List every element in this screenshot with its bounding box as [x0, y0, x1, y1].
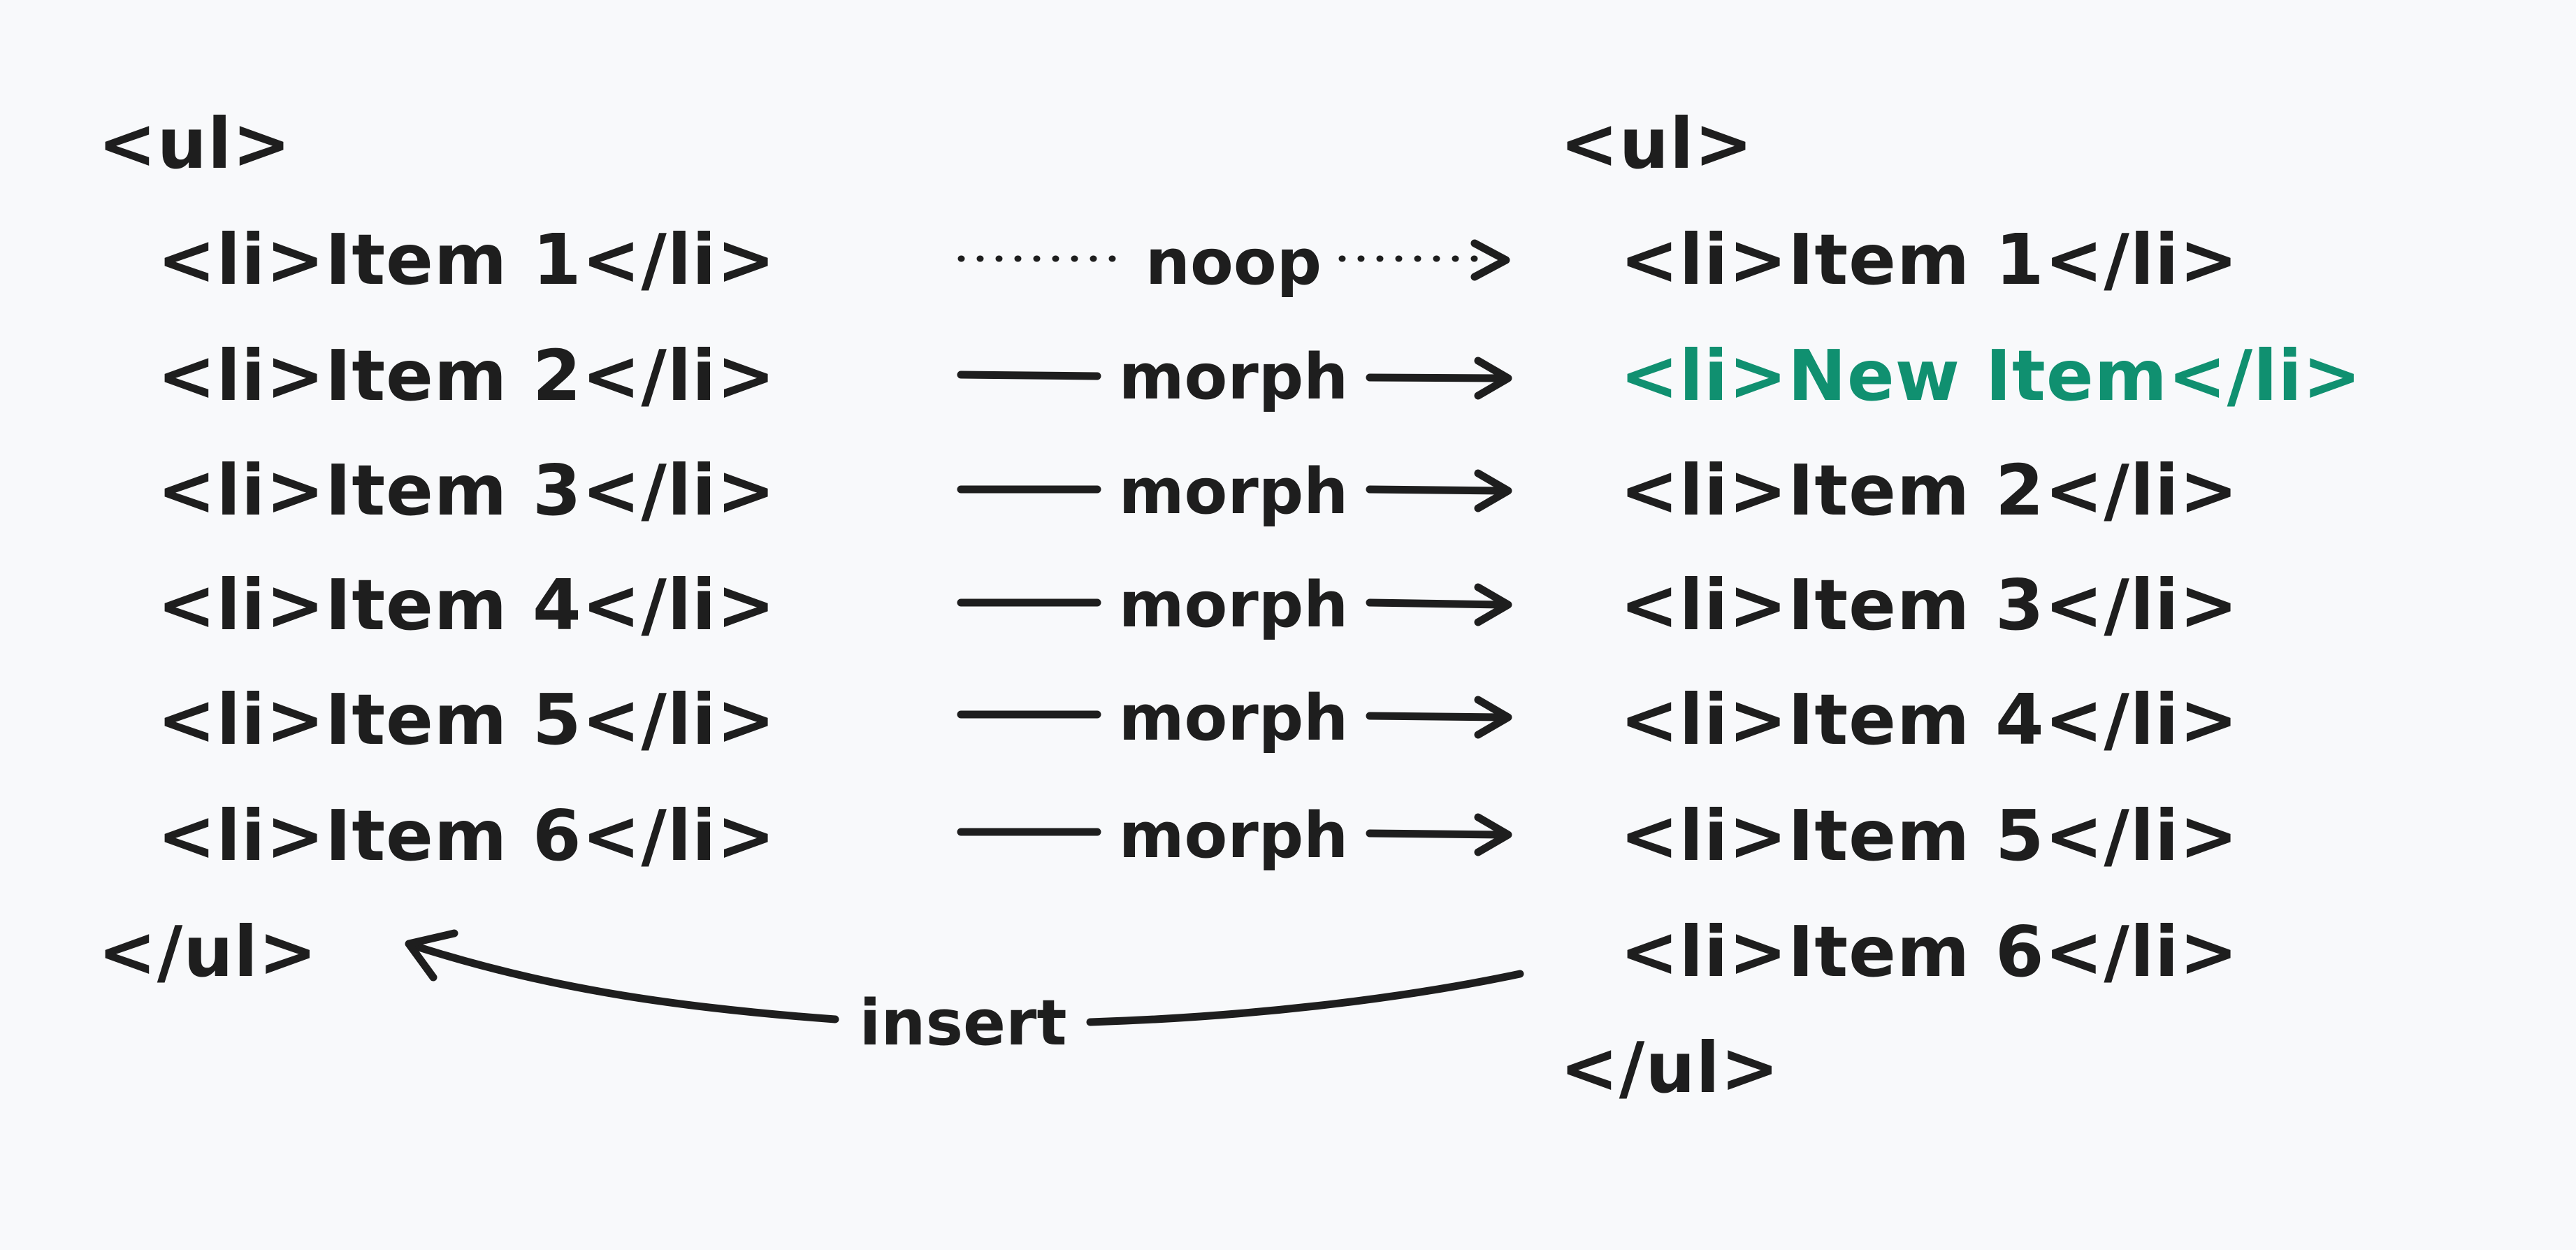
old-ul-close-tag: </ul> — [98, 911, 318, 993]
old-list-item-2: <li>Item 2</li> — [157, 335, 776, 417]
old-list-item-5: <li>Item 5</li> — [157, 679, 776, 761]
noop-arrow-head — [1470, 239, 1510, 281]
insert-arrow-right-segment — [1086, 970, 1524, 1026]
new-list-item-3: <li>Item 3</li> — [1620, 564, 2239, 646]
morph-label-row-2: morph — [1110, 346, 1357, 409]
new-list-item-new: <li>New Item</li> — [1620, 335, 2362, 417]
morph-label-row-3: morph — [1110, 461, 1357, 524]
morph-label-row-6: morph — [1110, 805, 1357, 868]
morph-arrow-row-5 — [957, 696, 1512, 739]
new-ul-close-tag: </ul> — [1560, 1027, 1780, 1109]
insert-arrow-left-segment — [408, 941, 839, 1023]
morph-label-row-4: morph — [1110, 574, 1357, 637]
new-list-item-5: <li>Item 5</li> — [1620, 795, 2239, 877]
old-list-item-1: <li>Item 1</li> — [157, 219, 776, 301]
noop-label: noop — [1136, 231, 1331, 294]
old-list-item-6: <li>Item 6</li> — [157, 795, 776, 877]
morph-arrow-row-3 — [957, 469, 1512, 512]
new-list-item-2: <li>Item 2</li> — [1620, 450, 2239, 531]
old-list-item-4: <li>Item 4</li> — [157, 564, 776, 646]
morph-label-row-5: morph — [1110, 687, 1357, 750]
morph-arrow-row-2 — [957, 357, 1512, 400]
new-list-item-4: <li>Item 4</li> — [1620, 679, 2239, 761]
new-list-item-1: <li>Item 1</li> — [1620, 219, 2239, 301]
new-ul-open-tag: <ul> — [1560, 103, 1754, 185]
old-ul-open-tag: <ul> — [98, 103, 292, 185]
insert-arrow-head — [405, 929, 458, 982]
morph-arrow-row-4 — [957, 583, 1512, 626]
old-list-item-3: <li>Item 3</li> — [157, 450, 776, 531]
insert-label: insert — [851, 992, 1076, 1055]
morph-arrow-row-6 — [957, 813, 1512, 856]
new-list-item-6: <li>Item 6</li> — [1620, 911, 2239, 993]
